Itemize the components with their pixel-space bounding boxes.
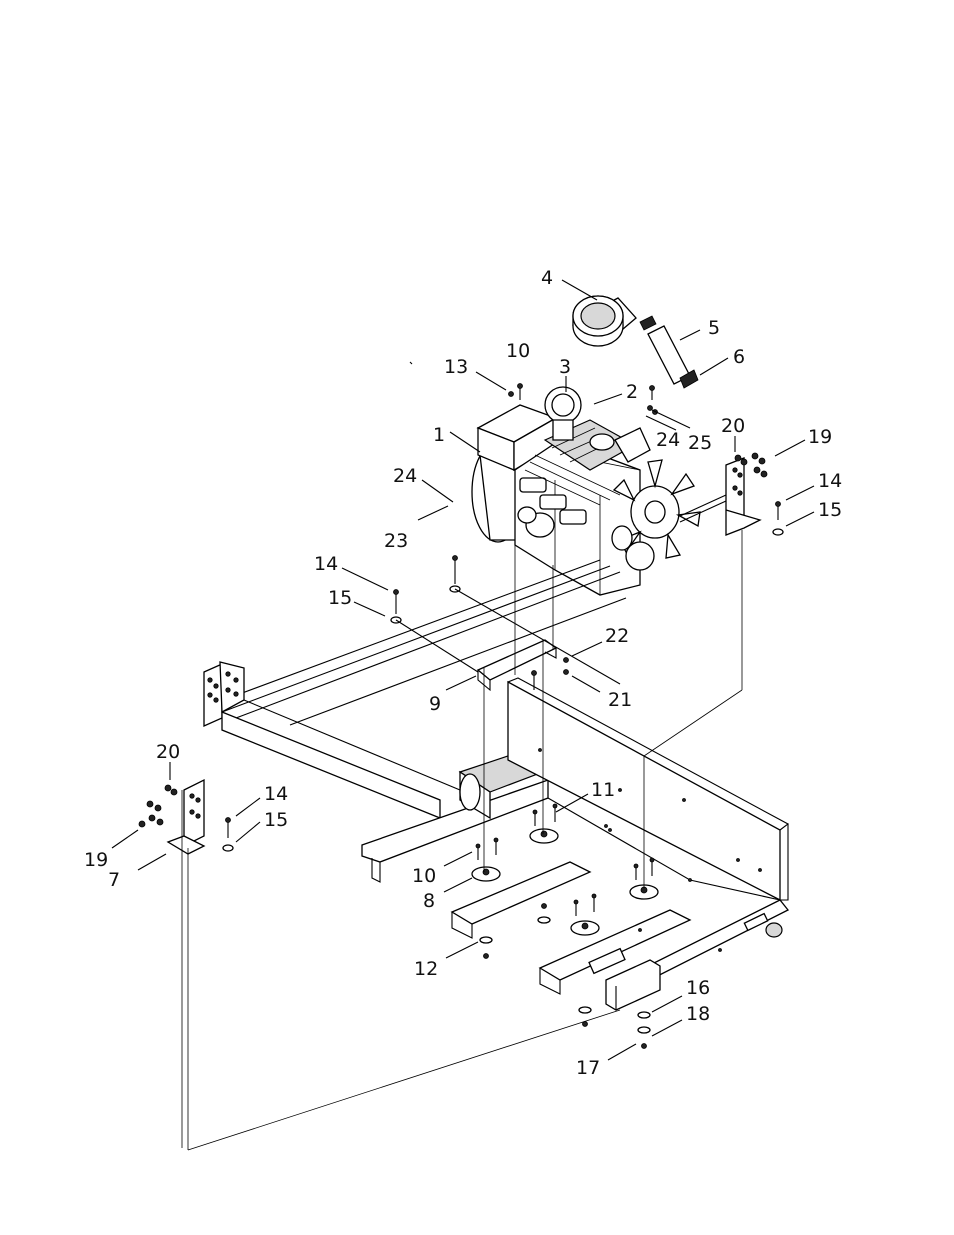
center-bolts (390, 555, 621, 685)
callout-10-bottom: 10 (412, 865, 436, 887)
leader-lines (111, 279, 815, 1061)
callout-17: 17 (576, 1057, 600, 1079)
callout-11: 11 (591, 779, 615, 801)
callout-15-right: 15 (818, 499, 842, 521)
callout-22: 22 (605, 625, 629, 647)
callout-6: 6 (733, 346, 745, 368)
callout-20-left: 20 (156, 741, 180, 763)
callout-12: 12 (414, 958, 438, 980)
callout-16: 16 (686, 977, 710, 999)
callout-19-right: 19 (808, 426, 832, 448)
callout-21: 21 (608, 689, 632, 711)
callouts: 4 5 6 10 13 3 2 1 24 25 20 19 14 15 24 2… (84, 267, 842, 1079)
callout-13: 13 (444, 356, 468, 378)
callout-24-left: 24 (393, 465, 417, 487)
callout-1: 1 (433, 424, 445, 446)
callout-14-left: 14 (264, 783, 288, 805)
callout-23: 23 (384, 530, 408, 552)
callout-3: 3 (559, 356, 571, 378)
callout-20-right: 20 (721, 415, 745, 437)
support-plate-9 (476, 639, 569, 692)
callout-9: 9 (429, 693, 441, 715)
base-pan (450, 677, 790, 1011)
callout-19-left: 19 (84, 849, 108, 871)
callout-5: 5 (708, 317, 720, 339)
air-cleaner (508, 295, 699, 441)
callout-24-right: 24 (656, 429, 680, 451)
isolators (471, 530, 743, 1049)
side-rail-left (203, 559, 627, 883)
callout-14-center: 14 (314, 553, 338, 575)
left-engine-mount-bracket (138, 778, 621, 1151)
callout-7: 7 (108, 869, 120, 891)
callout-8: 8 (423, 890, 435, 912)
callout-15-left: 15 (264, 809, 288, 831)
callout-25: 25 (688, 432, 712, 454)
right-engine-mount-bracket (679, 452, 784, 536)
callout-14-right: 14 (818, 470, 842, 492)
engine-assembly (471, 404, 701, 596)
callout-18: 18 (686, 1003, 710, 1025)
callout-4: 4 (541, 267, 553, 289)
callout-10-top: 10 (506, 340, 530, 362)
callout-2: 2 (626, 381, 638, 403)
callout-15-center: 15 (328, 587, 352, 609)
fan (612, 459, 701, 559)
